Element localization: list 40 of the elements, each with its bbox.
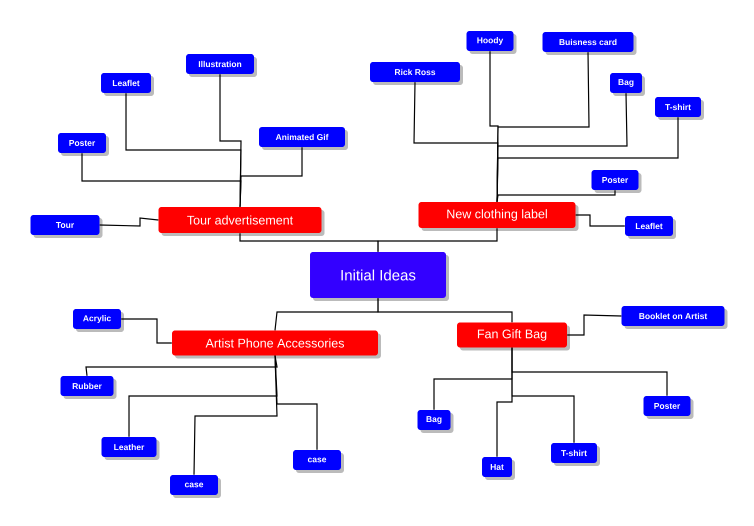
idea-box: case	[293, 450, 344, 473]
idea-box: Hoody	[466, 31, 516, 54]
idea-box: Poster	[644, 396, 694, 419]
connector-line	[496, 190, 616, 202]
connector-line	[496, 117, 679, 202]
connector-line	[121, 318, 172, 344]
connector-line	[100, 217, 158, 227]
idea-box: Leaflet	[101, 73, 154, 96]
idea-box: Rubber	[60, 376, 116, 399]
idea-box: Rick Ross	[370, 62, 463, 85]
connector-line	[128, 356, 278, 437]
connector-line	[85, 356, 278, 376]
connector-line	[239, 147, 303, 207]
connector-line	[576, 214, 625, 227]
idea-box: case	[170, 475, 221, 498]
connector-line	[377, 228, 498, 252]
topic-box: Fan Gift Bag	[457, 322, 570, 350]
idea-box: Poster	[592, 170, 642, 193]
topic-box: Tour advertisement	[158, 207, 324, 236]
connector-line	[377, 298, 513, 322]
central-idea-box: Initial Ideas	[310, 252, 449, 301]
connector-line	[274, 356, 318, 450]
idea-box: Leaflet	[625, 216, 676, 239]
idea-box: Leather	[102, 437, 160, 460]
idea-box: Hat	[482, 457, 515, 480]
idea-box: Bag	[418, 410, 454, 433]
idea-box: Bag	[610, 73, 645, 96]
topic-box: Artist Phone Accessories	[172, 330, 381, 358]
idea-box: T-shirt	[655, 97, 704, 120]
idea-box: Animated Gif	[259, 127, 348, 150]
idea-box: Poster	[58, 133, 109, 156]
idea-box: Buisness card	[542, 32, 636, 55]
idea-box: Illustration	[186, 54, 257, 77]
topic-box: New clothing label	[418, 202, 578, 231]
idea-box: Booklet on Artist	[622, 306, 728, 329]
idea-box: Tour	[30, 215, 102, 238]
idea-box: T-shirt	[551, 443, 600, 466]
connector-line	[567, 314, 622, 336]
idea-box: Acrylic	[73, 309, 124, 332]
connector-line	[511, 348, 668, 396]
